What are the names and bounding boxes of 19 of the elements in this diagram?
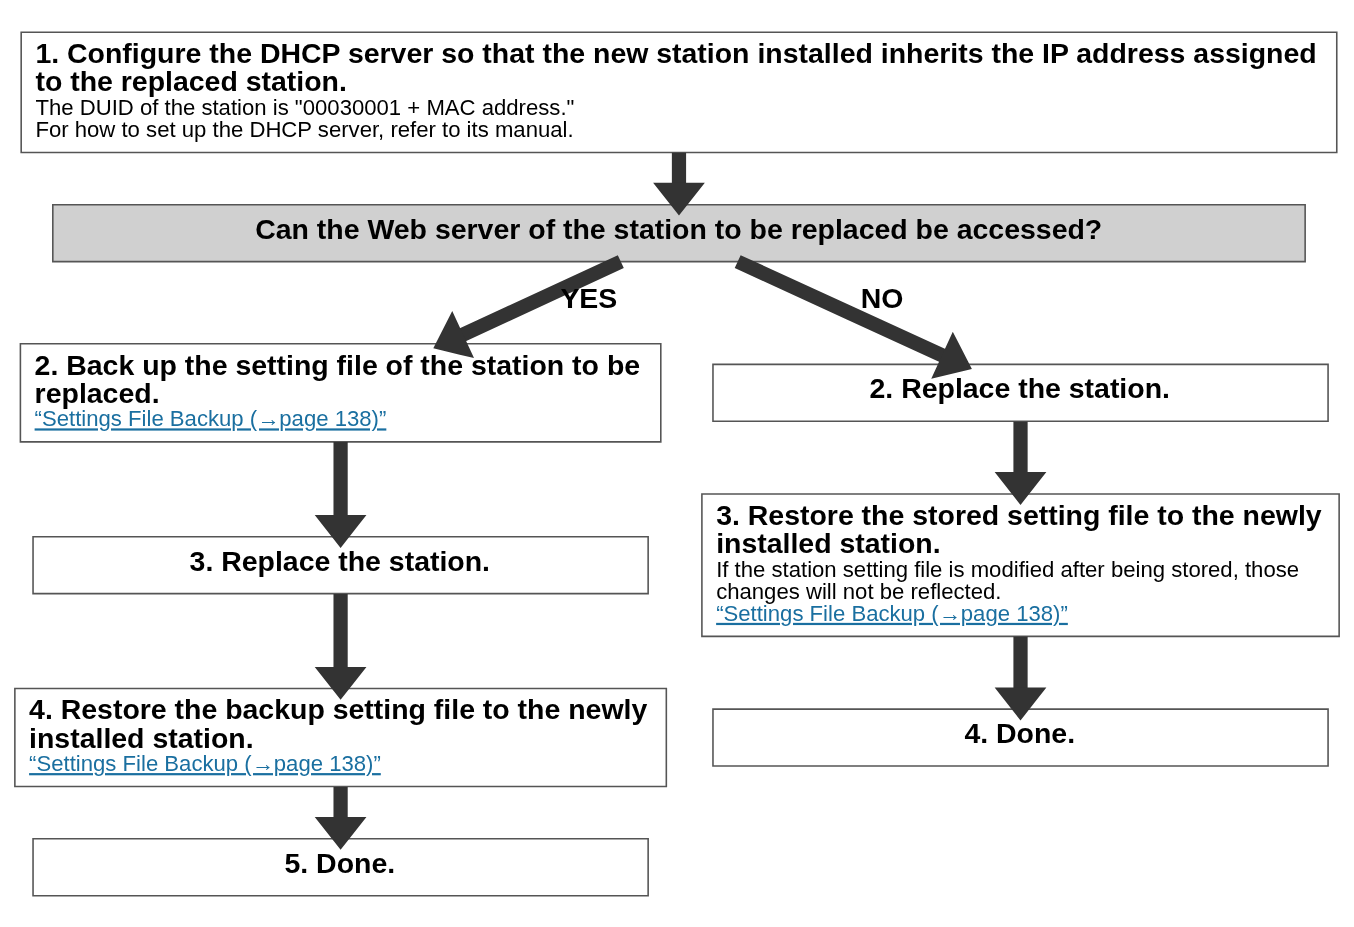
edge-label: YES <box>560 281 618 314</box>
node-box: 3. Replace the station. <box>32 535 649 594</box>
node-box: 2. Replace the station. <box>712 363 1329 422</box>
arrow <box>734 254 972 379</box>
arrow <box>314 786 367 850</box>
node-box: 2. Back up the setting file of the station to be replaced. “Settings File Backup (→page 138)” <box>19 342 662 443</box>
arrow <box>433 254 624 358</box>
node-box: Can the Web server of the station to be replaced be accessed? <box>52 203 1306 262</box>
edge-label: NO <box>860 281 904 314</box>
node-box: 3. Restore the stored setting file to the newly installed station. If the station setting file is modified after being stored, those changes will not be reflected. “Settings File Backup (→page 138)” <box>701 492 1340 637</box>
node-box: 1. Configure the DHCP server so that the new station installed inherits the IP address assigned to the replaced station. The DUID of the station is "00030001 + MAC address." For how to set up the DHCP server, refer to its manual. <box>20 31 1338 153</box>
node-box: 4. Restore the backup setting file to the newly installed station. “Settings File Backup (→page 138)” <box>14 687 668 787</box>
arrow <box>314 593 367 700</box>
arrow <box>314 441 367 548</box>
node-box: 5. Done. <box>32 837 649 896</box>
node-box: 4. Done. <box>712 707 1329 767</box>
arrow <box>994 421 1047 505</box>
arrow <box>994 636 1047 720</box>
arrow <box>653 152 705 216</box>
